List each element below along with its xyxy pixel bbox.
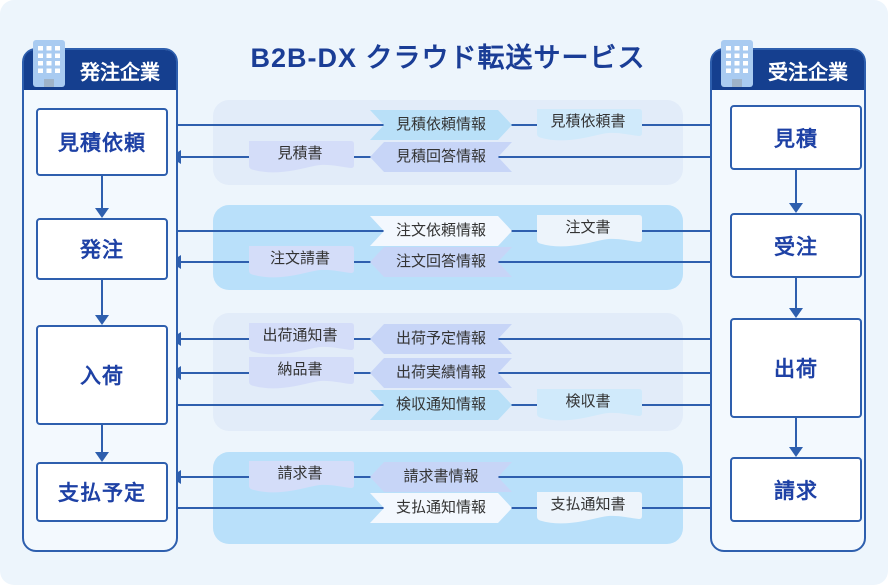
document-label: 検収書 [565,393,611,410]
document-paper-icon [537,109,642,141]
arrow-down-icon [95,315,109,325]
info-tag: 注文依頼情報 [370,216,512,246]
process-box-receiving: 入荷 [36,325,168,425]
document-label: 注文書 [565,219,611,236]
document-paper-icon [249,323,354,355]
document-paper-icon [537,215,642,247]
right-panel-title: 受注企業 [768,61,848,84]
document-shape: 出荷通知書 [244,322,356,358]
document-label: 注文請書 [269,250,330,267]
document-shape: 検収書 [532,388,644,424]
document-label: 支払通知書 [550,496,626,513]
process-box-quote-request: 見積依頼 [36,108,168,176]
info-tag: 検収通知情報 [370,390,512,420]
document-paper-icon [249,141,354,173]
document-shape: 注文書 [532,214,644,250]
info-tag: 見積回答情報 [370,142,512,172]
flow-line [101,425,103,452]
document-paper-icon [537,492,642,524]
arrow-down-icon [789,447,803,457]
document-shape: 納品書 [244,356,356,392]
document-shape: 支払通知書 [532,491,644,527]
arrow-down-icon [95,452,109,462]
document-shape: 請求書 [244,460,356,496]
document-paper-icon [249,357,354,389]
building-icon [33,40,65,87]
flow-line [101,176,103,208]
document-label: 見積書 [277,145,323,162]
arrow-down-icon [789,203,803,213]
info-tag: 請求書情報 [370,462,512,492]
diagram-title: B2B-DX クラウド転送サービス [250,43,646,73]
document-paper-icon [537,389,642,421]
process-box-payment-schedule: 支払予定 [36,462,168,522]
info-tag: 出荷予定情報 [370,324,512,354]
arrow-down-icon [95,208,109,218]
flow-line [101,280,103,315]
right-panel-header: 受注企業 [712,50,864,90]
document-label: 納品書 [277,361,323,378]
process-box-billing: 請求 [730,457,862,522]
document-shape: 注文請書 [244,245,356,281]
arrow-down-icon [789,308,803,318]
document-paper-icon [249,246,354,278]
flow-line [795,418,797,447]
flow-line [795,278,797,308]
document-paper-icon [249,461,354,493]
document-label: 見積依頼書 [550,113,626,130]
info-tag: 見積依頼情報 [370,110,512,140]
info-tag: 支払通知情報 [370,493,512,523]
process-box-order-received: 受注 [730,213,862,278]
left-panel-title: 発注企業 [80,61,160,84]
process-box-quote: 見積 [730,105,862,170]
info-tag: 注文回答情報 [370,247,512,277]
document-label: 出荷通知書 [262,327,338,344]
document-shape: 見積書 [244,140,356,176]
building-icon [721,40,753,87]
document-label: 請求書 [277,465,323,482]
process-box-order: 発注 [36,218,168,280]
document-shape: 見積依頼書 [532,108,644,144]
process-box-shipping: 出荷 [730,318,862,418]
flow-line [795,170,797,203]
info-tag: 出荷実績情報 [370,358,512,388]
